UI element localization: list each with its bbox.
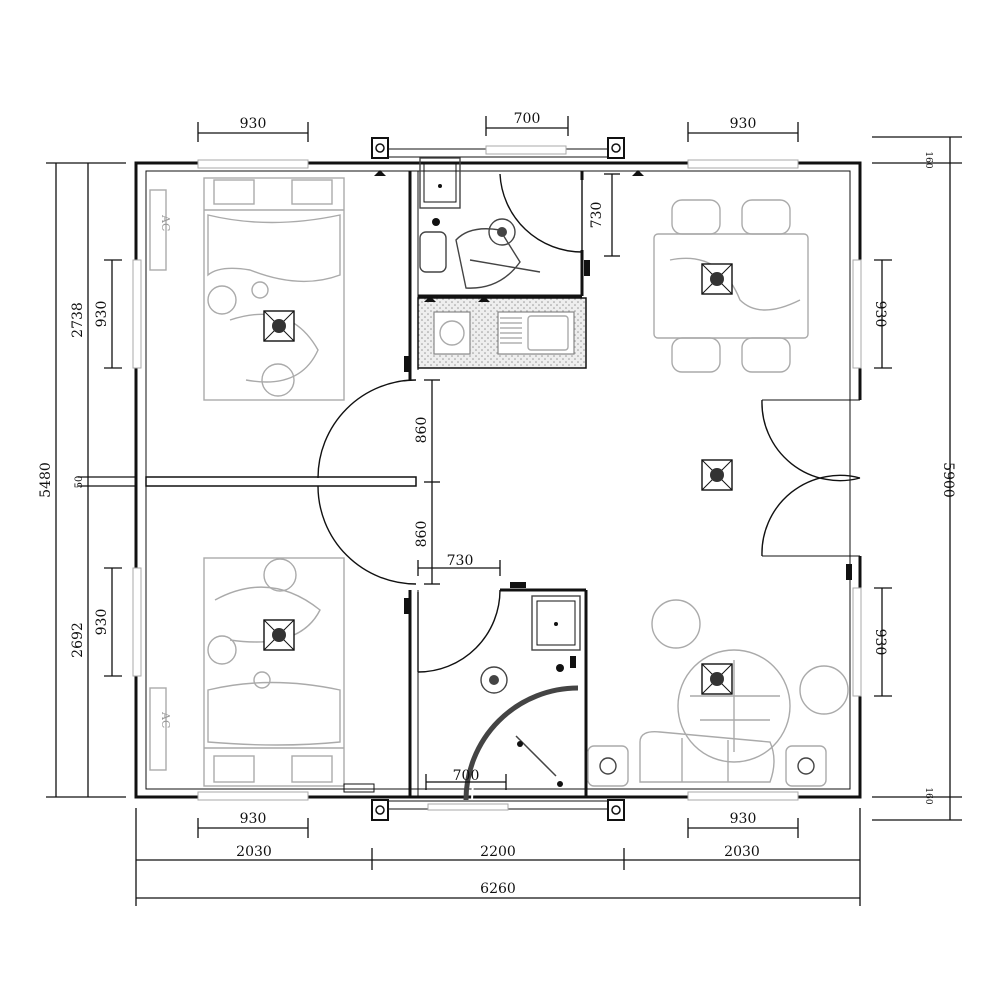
column-icon (371, 137, 625, 821)
dim-door-lower-width: 860 (414, 521, 430, 548)
dim-right-window-upper: 930 (872, 301, 888, 328)
dim-right-window-lower: 930 (872, 629, 888, 656)
dim-left-wall-gap: 50 (74, 476, 85, 489)
kitchen-appliances (433, 311, 575, 355)
windows (132, 145, 862, 811)
dim-kitchen-depth: 730 (589, 202, 605, 229)
dim-bottom-segment-left: 2030 (236, 844, 272, 860)
doors (317, 173, 861, 673)
dimension-lines (46, 116, 962, 906)
wc-fixtures (419, 157, 541, 289)
dim-top-window-left: 930 (240, 116, 267, 132)
ac-label: AC (159, 214, 172, 231)
dim-left-window-upper: 930 (94, 301, 110, 328)
dim-top-window-center: 700 (514, 111, 541, 127)
dim-right-total-height: 5900 (940, 462, 956, 498)
ac-unit-lower: AC (149, 687, 172, 771)
ceiling-light-icon (263, 263, 733, 695)
living-room-furniture (639, 599, 849, 783)
dim-shower-width: 700 (453, 768, 480, 784)
dim-bottom-window-right: 930 (730, 811, 757, 827)
side-table-icon (587, 745, 827, 787)
dim-left-lower-height: 2692 (70, 622, 86, 658)
dimension-labels: 930 700 930 930 930 2030 2200 2030 6260 … (38, 111, 956, 897)
lower-bedroom-bed (203, 557, 345, 787)
dim-bottom-segment-center: 2200 (480, 844, 516, 860)
bathroom-fixtures (463, 595, 581, 801)
interior-walls (145, 171, 864, 797)
ac-label: AC (159, 711, 172, 728)
dim-bath-door-width: 730 (447, 553, 474, 569)
dim-right-top-offset: 160 (923, 151, 933, 168)
ac-unit-upper: AC (149, 189, 172, 271)
dim-left-total-height: 5480 (38, 462, 54, 498)
upper-bedroom-bed (203, 177, 345, 401)
dim-door-upper-width: 860 (414, 417, 430, 444)
dining-set (653, 199, 809, 373)
dim-total-width: 6260 (480, 881, 516, 897)
dim-left-upper-height: 2738 (70, 302, 86, 338)
dim-top-window-right: 930 (730, 116, 757, 132)
dim-left-window-lower: 930 (94, 609, 110, 636)
dim-right-bottom-offset: 160 (923, 787, 933, 804)
wall-lamp-icon (343, 170, 852, 793)
dim-bottom-window-left: 930 (240, 811, 267, 827)
dim-bottom-segment-right: 2030 (724, 844, 760, 860)
